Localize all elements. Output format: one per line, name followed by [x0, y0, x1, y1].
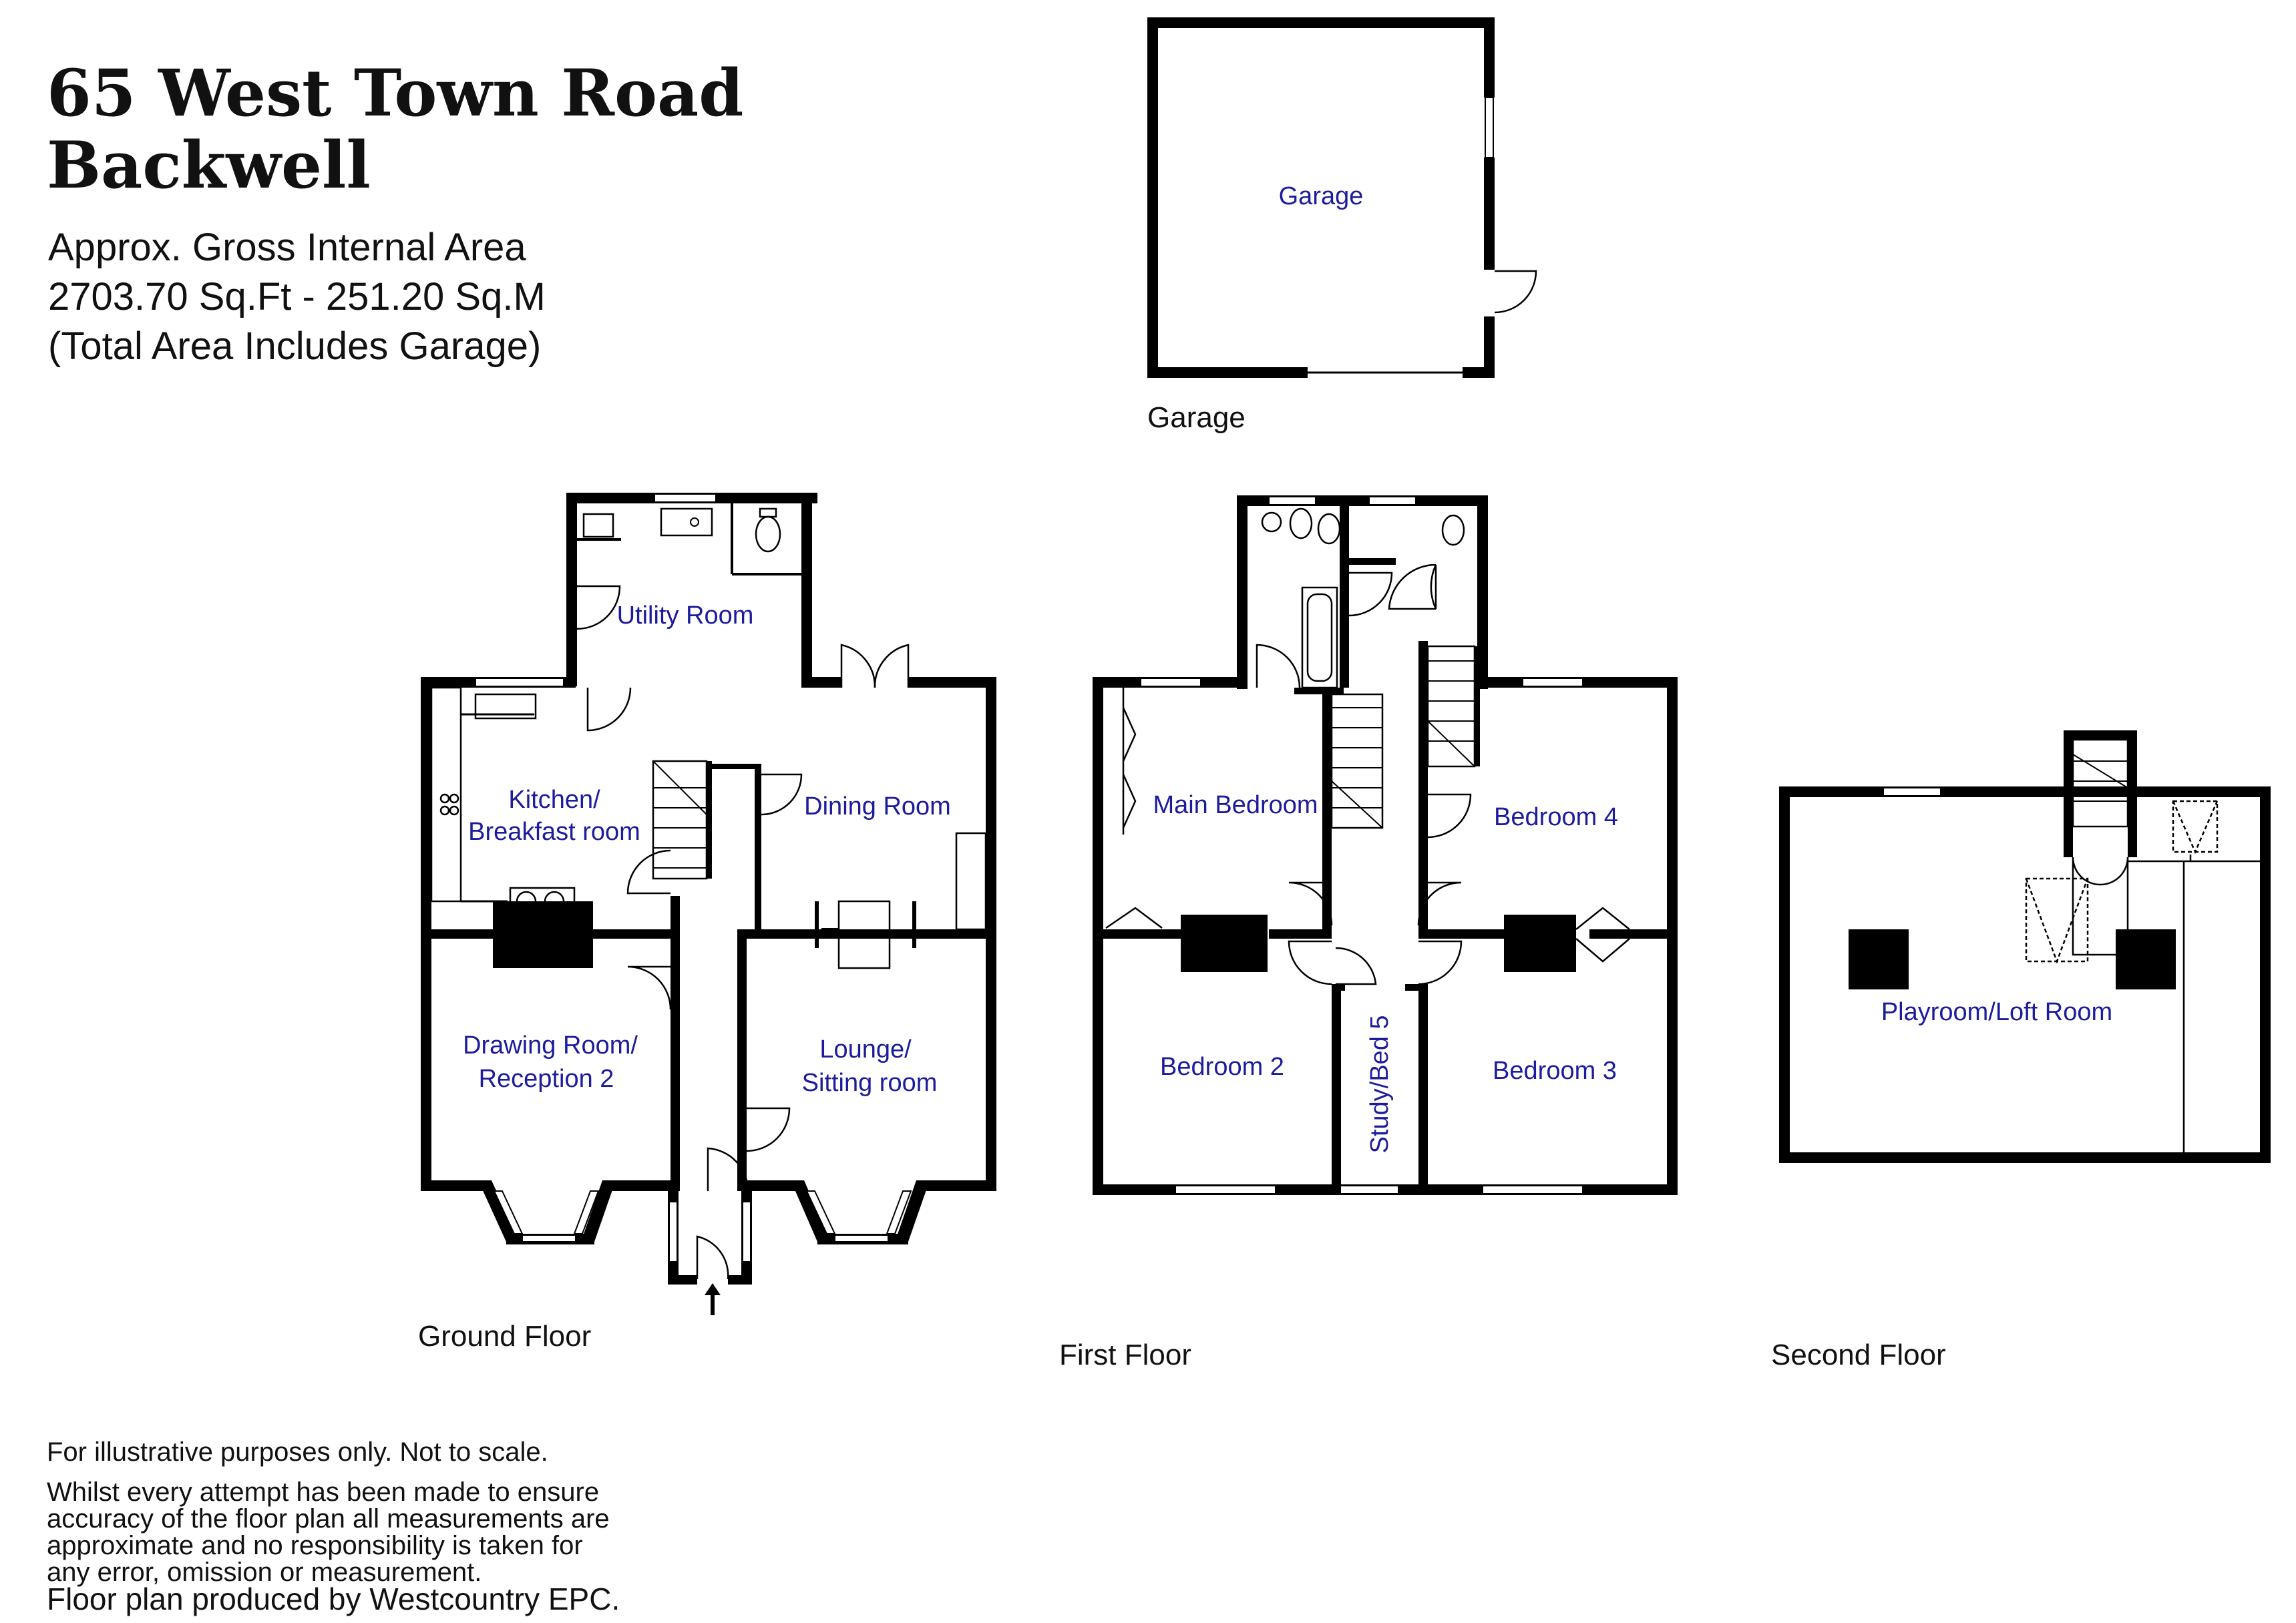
address-line-1: 65 West Town Road	[47, 55, 744, 131]
first-floor-plan	[1093, 495, 1678, 1195]
room-label-kitchen-2: Breakfast room	[468, 818, 640, 846]
room-label-drawing-1: Drawing Room/	[463, 1031, 638, 1060]
room-label-kitchen-1: Kitchen/	[508, 786, 600, 814]
room-label-main-bedroom: Main Bedroom	[1153, 791, 1318, 819]
ground-floor-plan	[421, 493, 996, 1315]
room-label-lounge-1: Lounge/	[819, 1035, 912, 1064]
room-label-drawing-2: Reception 2	[479, 1065, 614, 1093]
disclaimer-line-6: Floor plan produced by Westcountry EPC.	[47, 1582, 620, 1616]
disclaimer-line-5: any error, omission or measurement.	[47, 1558, 482, 1587]
room-label-bedroom-4: Bedroom 4	[1494, 803, 1618, 831]
floor-label-ground: Ground Floor	[418, 1320, 591, 1353]
area-line-3: (Total Area Includes Garage)	[48, 324, 542, 368]
room-label-bedroom-2: Bedroom 2	[1160, 1053, 1284, 1081]
room-label-playroom: Playroom/Loft Room	[1881, 998, 2112, 1026]
disclaimer-line-1: For illustrative purposes only. Not to s…	[47, 1437, 548, 1467]
second-floor-plan	[1779, 730, 2271, 1163]
room-label-dining: Dining Room	[804, 792, 951, 821]
address-line-2: Backwell	[47, 128, 371, 203]
floor-label-first: First Floor	[1059, 1339, 1191, 1371]
floor-label-garage: Garage	[1147, 401, 1246, 434]
disclaimer-line-2: Whilst every attempt has been made to en…	[47, 1477, 600, 1507]
garage-plan	[1147, 17, 1537, 378]
room-label-lounge-2: Sitting room	[802, 1069, 938, 1097]
floor-label-second: Second Floor	[1771, 1339, 1946, 1371]
disclaimer-line-3: accuracy of the floor plan all measureme…	[47, 1504, 610, 1534]
room-label-bedroom-3: Bedroom 3	[1493, 1057, 1617, 1085]
area-line-2: 2703.70 Sq.Ft - 251.20 Sq.M	[48, 275, 546, 318]
room-label-study: Study/Bed 5	[1366, 1015, 1394, 1153]
room-label-utility: Utility Room	[617, 602, 754, 630]
disclaimer-line-4: approximate and no responsibility is tak…	[47, 1531, 583, 1560]
area-line-1: Approx. Gross Internal Area	[48, 226, 526, 269]
room-label-garage: Garage	[1279, 182, 1364, 210]
